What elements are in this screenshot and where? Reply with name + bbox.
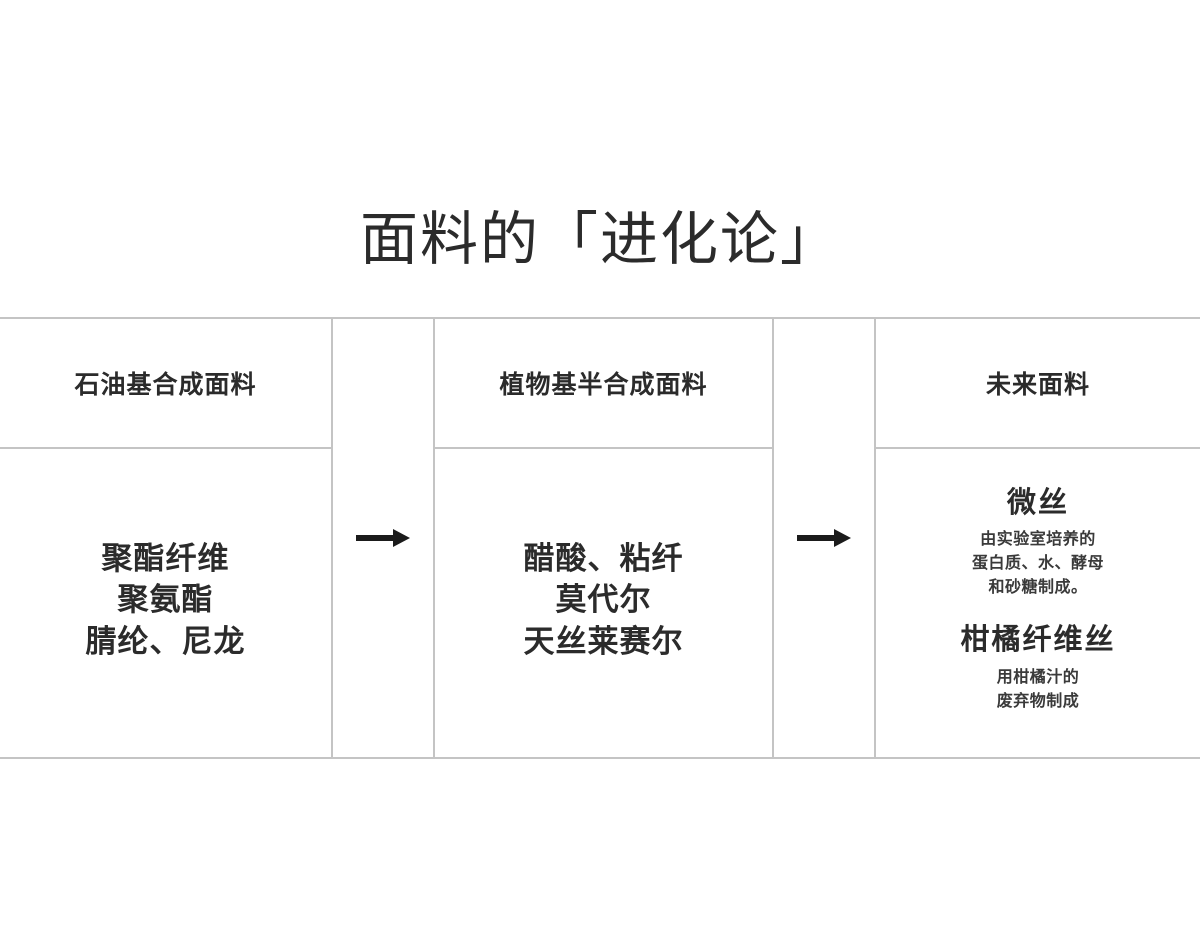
- description-line: 蛋白质、水、酵母: [971, 555, 1104, 573]
- stage-1-item: 腈纶、尼龙: [85, 623, 246, 659]
- arrow-shaft: [797, 535, 835, 541]
- future-material-description: 由实验室培养的 蛋白质、水、酵母 和砂糖制成。: [972, 528, 1104, 600]
- evolution-table: 石油基合成面料 聚酯纤维 聚氨酯 腈纶、尼龙 植物基半合成面料: [0, 317, 1200, 759]
- arrow-head: [834, 529, 851, 547]
- description-line: 由实验室培养的: [980, 531, 1096, 549]
- stage-column-2: 植物基半合成面料 醋酸、粘纤 莫代尔 天丝莱赛尔: [435, 319, 772, 757]
- connector-column-1: [331, 319, 435, 757]
- stage-2-item-list: 醋酸、粘纤 莫代尔 天丝莱赛尔: [524, 538, 684, 662]
- arrow-right-icon: [356, 529, 410, 547]
- stage-2-item: 醋酸、粘纤: [523, 541, 684, 577]
- arrow-right-icon: [797, 529, 851, 547]
- stage-1-item: 聚酯纤维: [101, 541, 230, 577]
- stage-1-item-list: 聚酯纤维 聚氨酯 腈纶、尼龙: [86, 538, 246, 662]
- description-line: 用柑橘汁的: [996, 668, 1080, 686]
- connector-column-2: [772, 319, 876, 757]
- stage-3-header-cell: 未来面料: [876, 319, 1200, 449]
- stage-column-3: 未来面料 微丝 由实验室培养的 蛋白质、水、酵母 和砂糖制成。 柑橘纤维丝 用柑…: [876, 319, 1200, 757]
- description-line: 废弃物制成: [996, 692, 1080, 710]
- future-material-item: 微丝 由实验室培养的 蛋白质、水、酵母 和砂糖制成。: [972, 485, 1104, 600]
- stage-1-item: 聚氨酯: [117, 582, 214, 618]
- future-material-item: 柑橘纤维丝 用柑橘汁的 废弃物制成: [960, 622, 1115, 713]
- stage-2-item: 莫代尔: [555, 582, 652, 618]
- stage-2-item: 天丝莱赛尔: [523, 623, 684, 659]
- description-line: 和砂糖制成。: [988, 579, 1088, 597]
- stage-1-header-label: 石油基合成面料: [74, 371, 257, 399]
- stage-column-1: 石油基合成面料 聚酯纤维 聚氨酯 腈纶、尼龙: [0, 319, 331, 757]
- stage-1-header-cell: 石油基合成面料: [0, 319, 331, 449]
- stage-3-header-label: 未来面料: [985, 371, 1090, 399]
- stage-3-body-cell: 微丝 由实验室培养的 蛋白质、水、酵母 和砂糖制成。 柑橘纤维丝 用柑橘汁的 废…: [876, 449, 1200, 757]
- arrow-head: [393, 529, 410, 547]
- arrow-shaft: [356, 535, 394, 541]
- stage-2-header-label: 植物基半合成面料: [499, 371, 708, 399]
- stage-2-body-cell: 醋酸、粘纤 莫代尔 天丝莱赛尔: [435, 449, 772, 757]
- stage-1-body-cell: 聚酯纤维 聚氨酯 腈纶、尼龙: [0, 449, 331, 757]
- page-title-wrap: 面料的「进化论」: [0, 168, 1200, 312]
- page-title: 面料的「进化论」: [359, 206, 840, 272]
- future-material-description: 用柑橘汁的 废弃物制成: [960, 666, 1115, 714]
- future-material-name: 柑橘纤维丝: [960, 624, 1116, 657]
- future-material-name: 微丝: [1006, 487, 1069, 519]
- stage-2-header-cell: 植物基半合成面料: [435, 319, 772, 449]
